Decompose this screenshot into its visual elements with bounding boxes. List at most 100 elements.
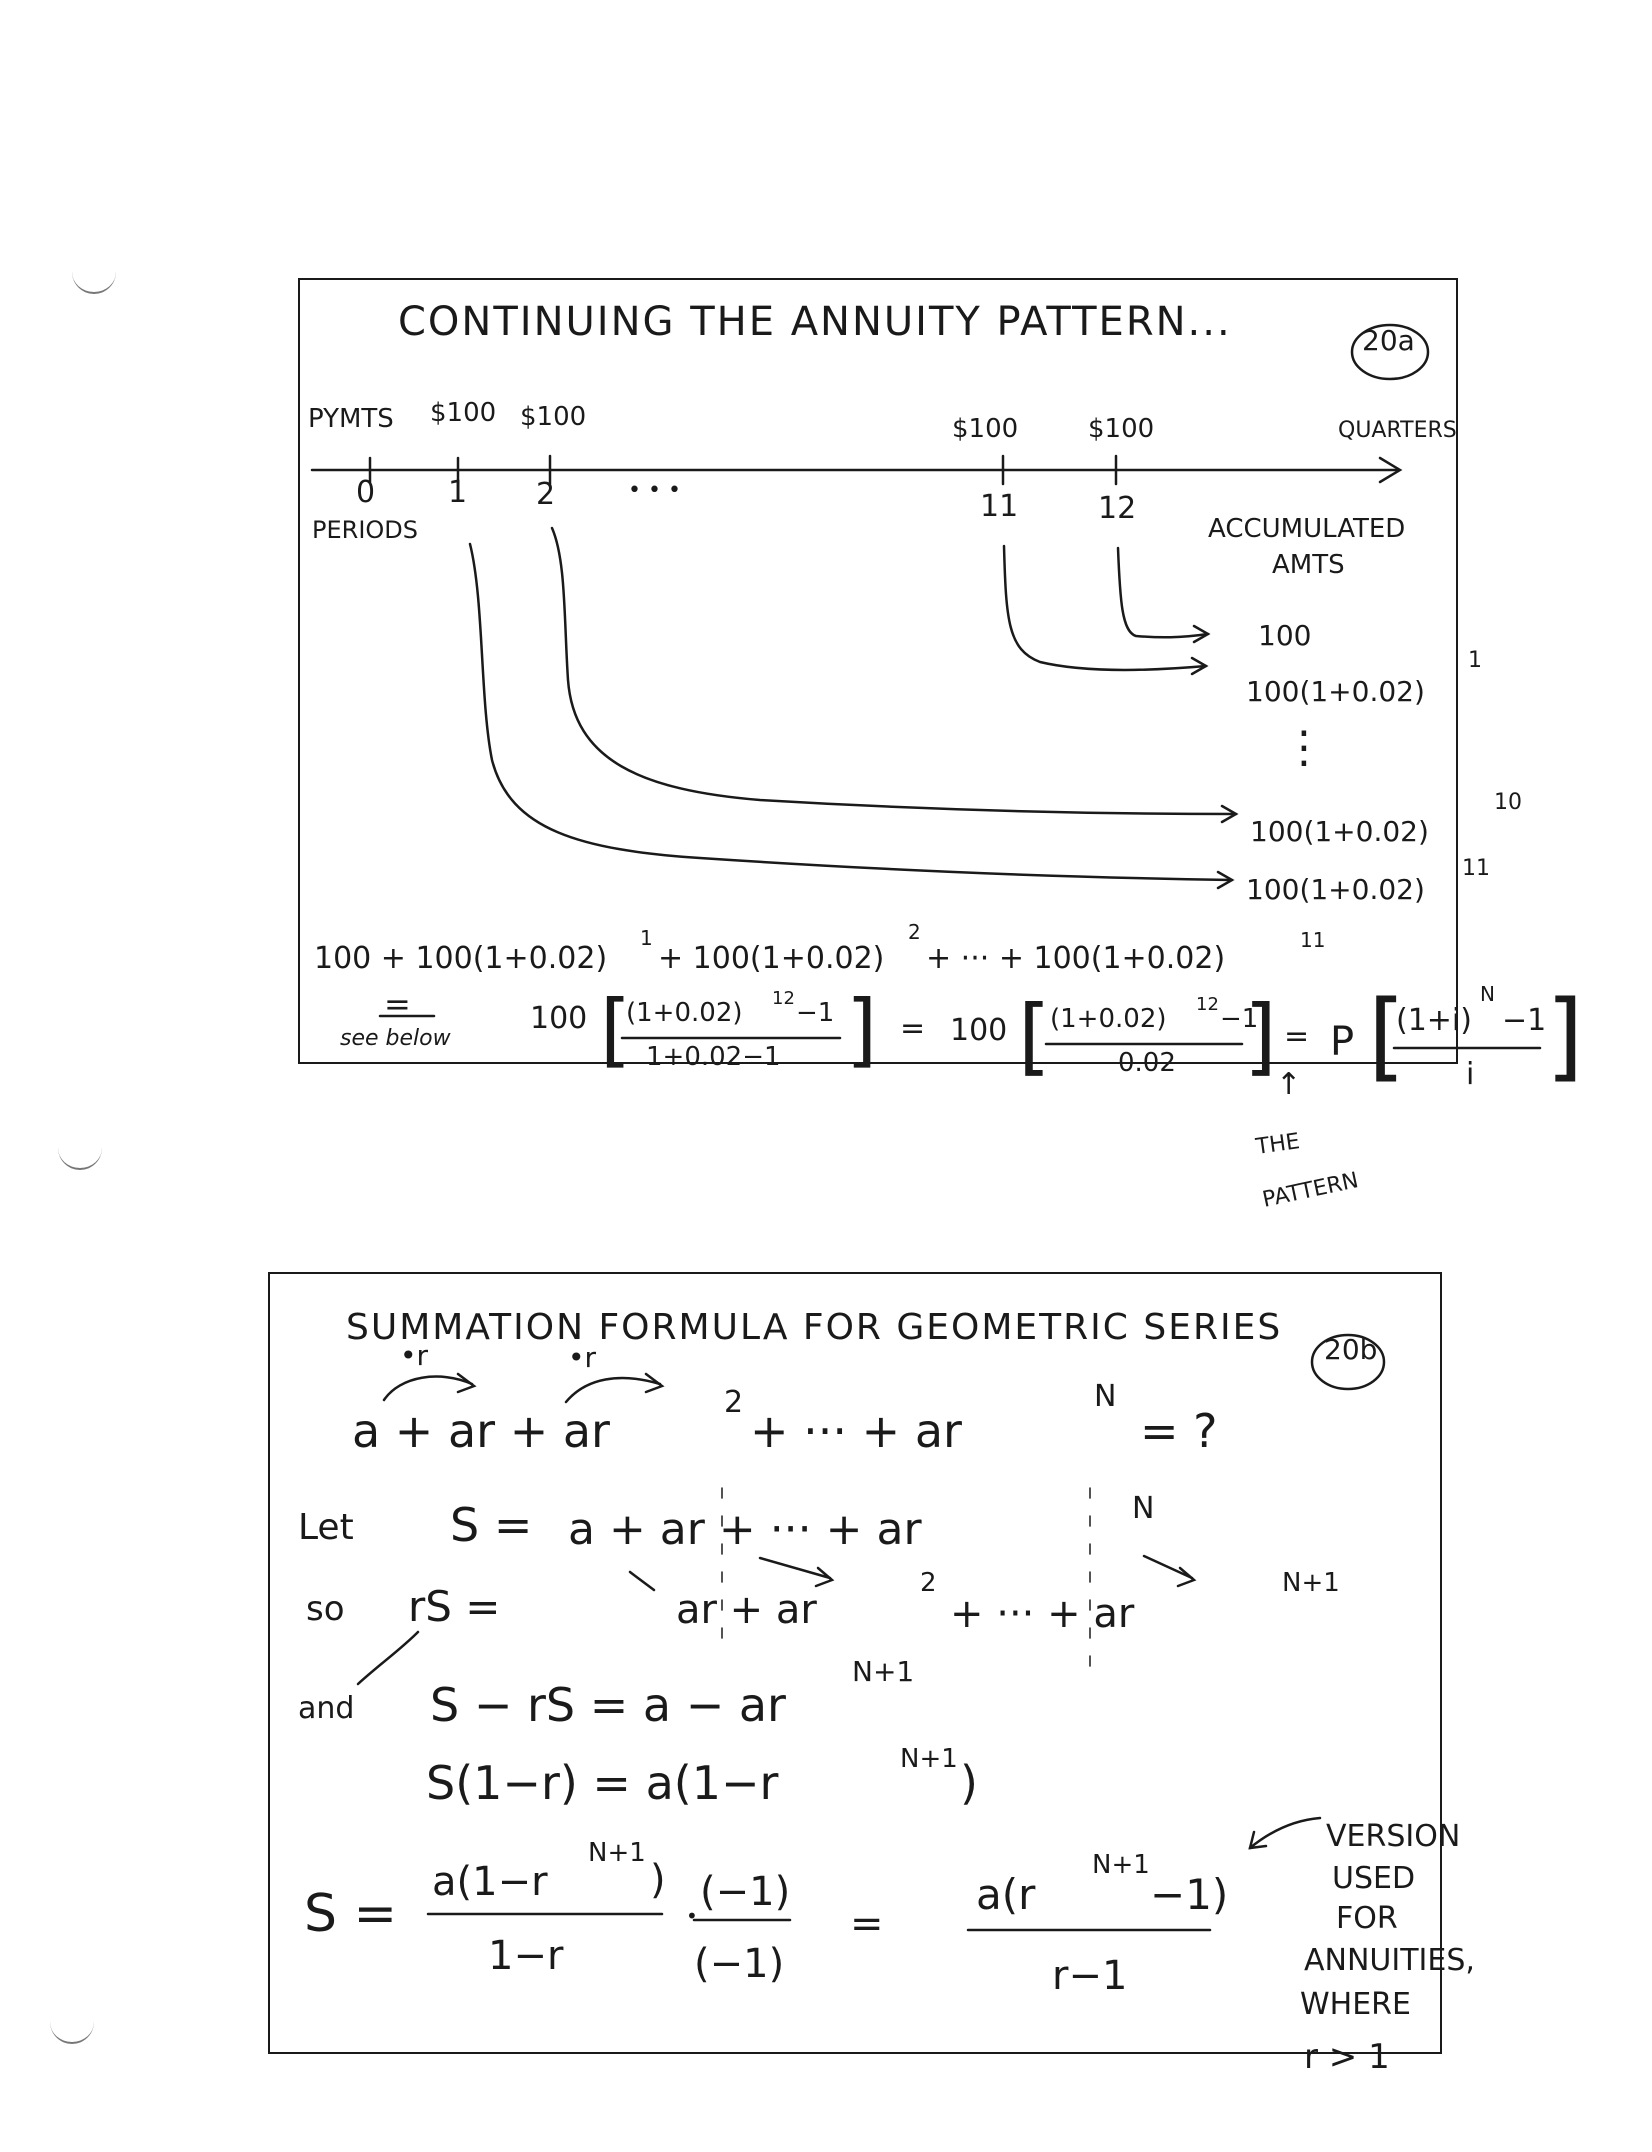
the-pattern-label-2: PATTERN [1260, 1168, 1361, 1213]
formula-2-coef: 100 [950, 1013, 1008, 1048]
tick-ellipsis: • • • [628, 478, 681, 503]
formula-p-numerator-exp: N [1480, 982, 1495, 1006]
formula-2-numerator-tail: −1 [1220, 1004, 1259, 1034]
version-note-line-4: ANNUITIES, [1304, 1943, 1475, 1978]
payment-11-label: $100 [952, 414, 1019, 444]
tick-label-12: 12 [1098, 491, 1137, 526]
tick-label-1: 1 [448, 475, 468, 510]
tick-label-11: 11 [980, 489, 1019, 524]
accumulated-header-2: AMTS [1272, 550, 1345, 580]
sum-line-exp-3: 11 [1300, 928, 1326, 952]
payment-2-label: $100 [520, 402, 587, 432]
line-s-lhs: S = [450, 1498, 533, 1552]
multiplier-label-1: •r [400, 1339, 429, 1372]
final-numerator-2-tail: −1) [1150, 1870, 1229, 1919]
final-equals: = [850, 1901, 884, 1947]
line-rs-exp-2: N+1 [1282, 1568, 1340, 1598]
final-numerator-2: a(r [976, 1870, 1036, 1919]
line-factored: S(1−r) = a(1−r [426, 1756, 779, 1810]
final-numerator-2-exp: N+1 [1092, 1850, 1150, 1880]
final-numerator-1-exp: N+1 [588, 1838, 646, 1868]
final-multiplier-denominator: (−1) [694, 1941, 785, 1987]
sum-line-exp-1: 1 [640, 926, 653, 950]
formula-2-numerator: (1+0.02) [1050, 1004, 1167, 1034]
accumulated-row-1: 100 [1258, 619, 1312, 652]
panel-20a-border [298, 278, 1458, 1064]
accumulated-row-3: 100(1+0.02) [1250, 815, 1429, 848]
formula-1-numerator: (1+0.02) [626, 998, 743, 1028]
bracket-close-1: ] [846, 983, 878, 1076]
line-s-rhs: a + ar + ··· + ar [568, 1504, 922, 1555]
formula-2-equals: = [900, 1011, 926, 1046]
final-numerator-1-tail: ) [650, 1857, 666, 1903]
see-below-note: see below [340, 1026, 451, 1051]
the-pattern-label-1: THE [1254, 1129, 1302, 1160]
hole-punch-mark [72, 262, 116, 294]
series-term-2: + ··· + ar [750, 1404, 962, 1458]
panel-20b-badge: 20b [1324, 1333, 1378, 1366]
formula-1-denominator: 1+0.02−1 [646, 1042, 781, 1072]
formula-p-numerator-tail: −1 [1502, 1003, 1547, 1038]
bracket-open-1: [ [600, 983, 632, 1076]
tick-label-2: 2 [536, 477, 556, 512]
quarters-label: QUARTERS [1338, 418, 1457, 443]
formula-2-denominator: 0.02 [1118, 1048, 1176, 1078]
periods-label: PERIODS [312, 516, 418, 544]
let-label: Let [298, 1507, 354, 1548]
sum-line-term-3: + ··· + 100(1+0.02) [926, 941, 1226, 976]
so-label: so [306, 1589, 345, 1629]
hole-punch-mark [50, 2012, 94, 2044]
final-denominator-1: 1−r [488, 1933, 564, 1979]
accumulated-row-3-exp: 10 [1494, 790, 1522, 815]
final-denominator-2: r−1 [1052, 1953, 1128, 1999]
line-rs-term-1: ar + ar [676, 1587, 817, 1633]
and-label: and [298, 1691, 355, 1726]
version-note-line-3: FOR [1336, 1901, 1398, 1936]
accumulated-header-1: ACCUMULATED [1208, 514, 1406, 544]
bracket-open-p: [ [1368, 980, 1406, 1092]
multiplier-label-2: •r [568, 1341, 597, 1374]
accumulated-row-4-exp: 11 [1462, 856, 1490, 881]
version-note-line-2: USED [1332, 1861, 1416, 1896]
formula-3-equals: = [1284, 1019, 1310, 1054]
version-note-line-6: r > 1 [1304, 2037, 1390, 2077]
final-multiplier-numerator: (−1) [700, 1869, 791, 1915]
final-dot: • [686, 1904, 698, 1928]
line-rs-lhs: rS = [408, 1582, 501, 1631]
series-exp-2: N [1094, 1379, 1117, 1414]
formula-p-denominator: i [1466, 1057, 1475, 1092]
panel-20a-title: CONTINUING THE ANNUITY PATTERN... [398, 299, 1232, 345]
formula-2-numerator-exp: 12 [1196, 994, 1219, 1015]
final-lhs: S = [304, 1884, 398, 1944]
formula-p-coef: P [1330, 1019, 1355, 1065]
line-factored-exp: N+1 [900, 1744, 958, 1774]
bracket-close-2: ] [1244, 987, 1277, 1085]
panel-20b-title: SUMMATION FORMULA FOR GEOMETRIC SERIES [346, 1307, 1283, 1348]
accumulated-row-2-exp: 1 [1468, 648, 1482, 673]
line-factored-tail: ) [960, 1756, 978, 1810]
accumulated-row-2: 100(1+0.02) [1246, 675, 1425, 708]
bracket-open-2: [ [1018, 987, 1051, 1085]
series-term-1: a + ar + ar [352, 1404, 610, 1458]
formula-equals-sign: = [384, 985, 411, 1023]
line-difference: S − rS = a − ar [430, 1678, 786, 1732]
accumulated-vdots: ⋮ [1282, 722, 1326, 773]
payment-1-label: $100 [430, 398, 497, 428]
hole-punch-mark [58, 1138, 102, 1170]
series-exp-1: 2 [724, 1385, 744, 1420]
accumulated-row-4: 100(1+0.02) [1246, 873, 1425, 906]
line-rs-term-2: + ··· + ar [950, 1591, 1135, 1637]
pymts-label: PYMTS [308, 404, 394, 434]
formula-1-numerator-tail: −1 [796, 998, 835, 1028]
sum-line-term-2: + 100(1+0.02) [658, 941, 885, 976]
version-note-line-5: WHERE [1300, 1987, 1411, 2022]
formula-1-numerator-exp: 12 [772, 988, 795, 1009]
panel-20b-border [268, 1272, 1442, 2054]
pattern-arrow-icon: ↑ [1276, 1067, 1302, 1102]
panel-20a-badge: 20a [1362, 324, 1415, 357]
line-rs-exp-1: 2 [920, 1568, 937, 1598]
line-difference-exp: N+1 [852, 1655, 915, 1688]
formula-1-coef: 100 [530, 1001, 588, 1036]
series-term-3: = ? [1140, 1404, 1218, 1458]
